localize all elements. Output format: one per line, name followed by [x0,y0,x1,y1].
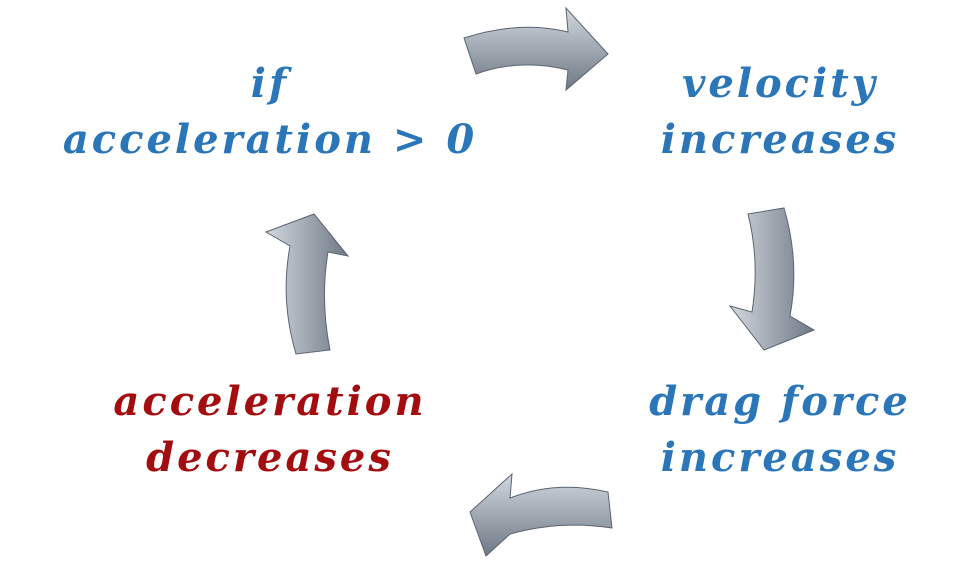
arrow-top-right-icon [463,6,609,92]
condition-line-2: acceleration > 0 [62,116,478,163]
velocity-line-1: velocity [682,60,878,107]
drag-force-node: drag force increases [630,374,930,486]
drag-line-2: increases [660,434,900,481]
drag-line-1: drag force [649,378,911,425]
acceleration-node: acceleration decreases [100,374,440,486]
acceleration-line-1: acceleration [113,378,427,425]
arrow-bottom-left-icon [469,472,613,557]
condition-node: if acceleration > 0 [60,56,480,168]
arrow-left-up-icon [264,213,350,355]
velocity-node: velocity increases [630,56,930,168]
condition-line-1: if [250,60,290,107]
acceleration-line-2: decreases [146,434,394,481]
arrow-right-down-icon [728,207,816,351]
velocity-line-2: increases [660,116,900,163]
